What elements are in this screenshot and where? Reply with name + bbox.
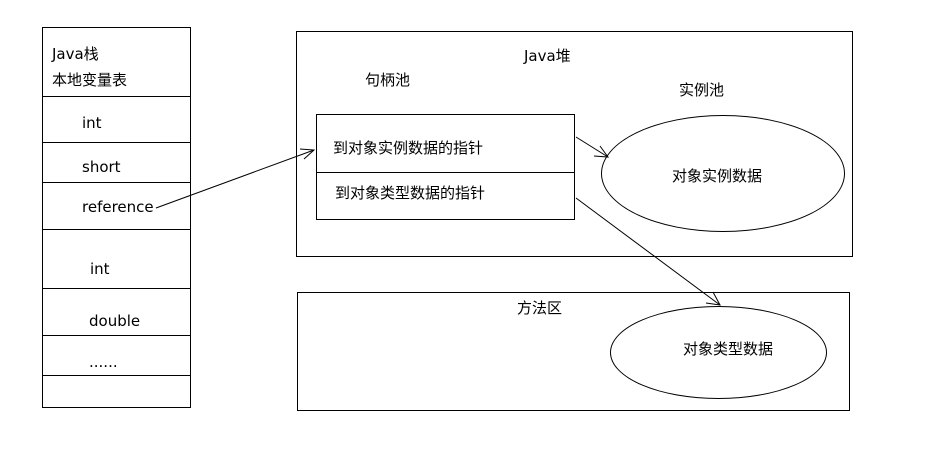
instance-data-pointer: 到对象实例数据的指针 bbox=[333, 139, 484, 157]
stack-divider bbox=[42, 142, 190, 143]
local-variable-table-label: 本地变量表 bbox=[52, 71, 128, 89]
handle-pool-divider bbox=[316, 172, 574, 173]
type-data-pointer: 到对象类型数据的指针 bbox=[335, 184, 486, 202]
stack-slot-reference: reference bbox=[82, 198, 154, 216]
object-type-data: 对象类型数据 bbox=[683, 340, 774, 358]
stack-slot-ellipsis: ...... bbox=[89, 353, 118, 371]
instance-pool-label: 实例池 bbox=[679, 81, 725, 99]
type-data-ellipse bbox=[610, 306, 827, 399]
stack-divider bbox=[42, 182, 190, 183]
instance-pool-ellipse bbox=[601, 115, 845, 232]
stack-divider bbox=[42, 335, 190, 336]
method-area bbox=[297, 292, 850, 411]
handle-pool-label: 句柄池 bbox=[365, 71, 411, 89]
object-instance-data: 对象实例数据 bbox=[672, 167, 763, 185]
instance-pointer-arrow bbox=[575, 136, 609, 158]
arrowhead bbox=[299, 148, 316, 160]
method-area-title: 方法区 bbox=[517, 299, 563, 317]
stack-divider bbox=[42, 288, 190, 289]
stack-slot-double: double bbox=[89, 312, 141, 330]
stack-divider bbox=[42, 96, 190, 97]
arrowhead bbox=[705, 291, 721, 306]
stack-slot-int-2: int bbox=[90, 260, 110, 278]
stack-divider bbox=[42, 229, 190, 230]
arrowhead bbox=[593, 145, 610, 158]
handle-pool-table bbox=[316, 114, 575, 220]
type-pointer-arrow bbox=[575, 197, 721, 306]
java-heap bbox=[296, 31, 853, 257]
java-stack bbox=[42, 27, 191, 408]
stack-slot-int: int bbox=[82, 114, 102, 132]
java-heap-title: Java堆 bbox=[524, 47, 571, 65]
java-stack-title: Java栈 bbox=[52, 45, 99, 63]
reference-to-handle-arrow bbox=[155, 149, 315, 209]
stack-slot-short: short bbox=[82, 158, 121, 176]
stack-divider bbox=[42, 375, 190, 376]
